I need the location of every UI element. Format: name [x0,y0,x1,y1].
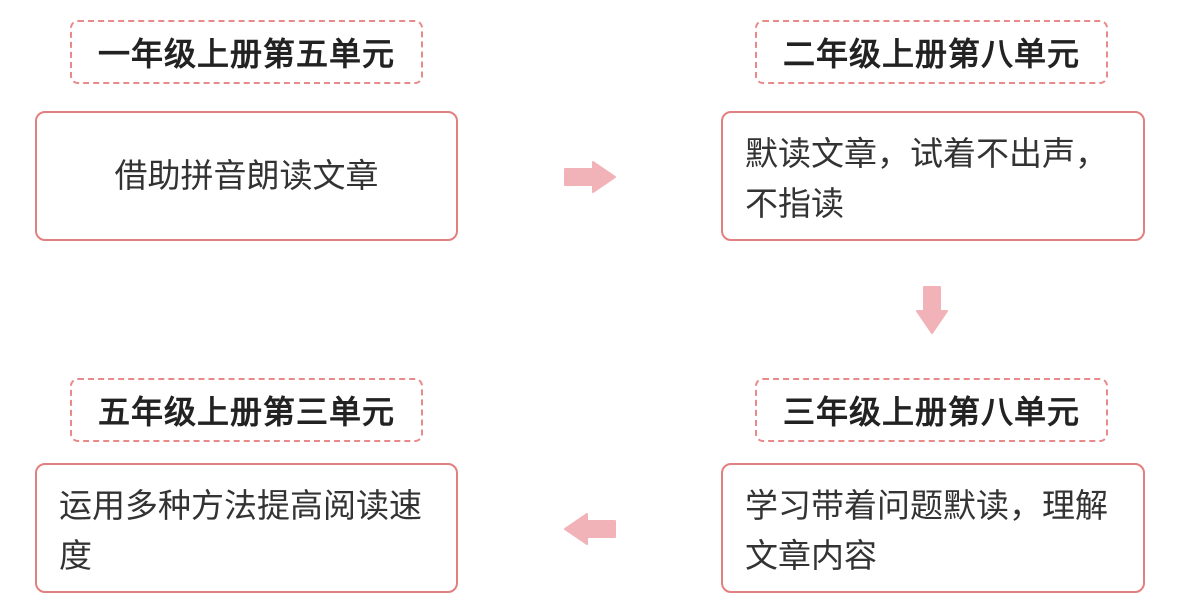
step4-text: 运用多种方法提高阅读速度 [59,486,422,575]
step3-box: 学习带着问题默读，理解文章内容 [721,463,1145,593]
step2-box: 默读文章，试着不出声，不指读 [721,111,1145,241]
arrow-right-icon [564,161,616,193]
arrow-down-icon [916,286,948,334]
step1-text: 借助拼音朗读文章 [114,156,379,195]
step3-unit-label: 三年级上册第八单元 [755,378,1108,442]
step4-box: 运用多种方法提高阅读速度 [35,463,458,593]
step2-text: 默读文章，试着不出声，不指读 [745,134,1108,223]
step4-unit-label: 五年级上册第三单元 [70,378,423,442]
step2-unit-label: 二年级上册第八单元 [755,20,1108,84]
step3-text: 学习带着问题默读，理解文章内容 [745,486,1108,575]
arrow-left-icon [564,513,616,545]
step1-unit-label: 一年级上册第五单元 [70,20,423,84]
step1-box: 借助拼音朗读文章 [35,111,458,241]
